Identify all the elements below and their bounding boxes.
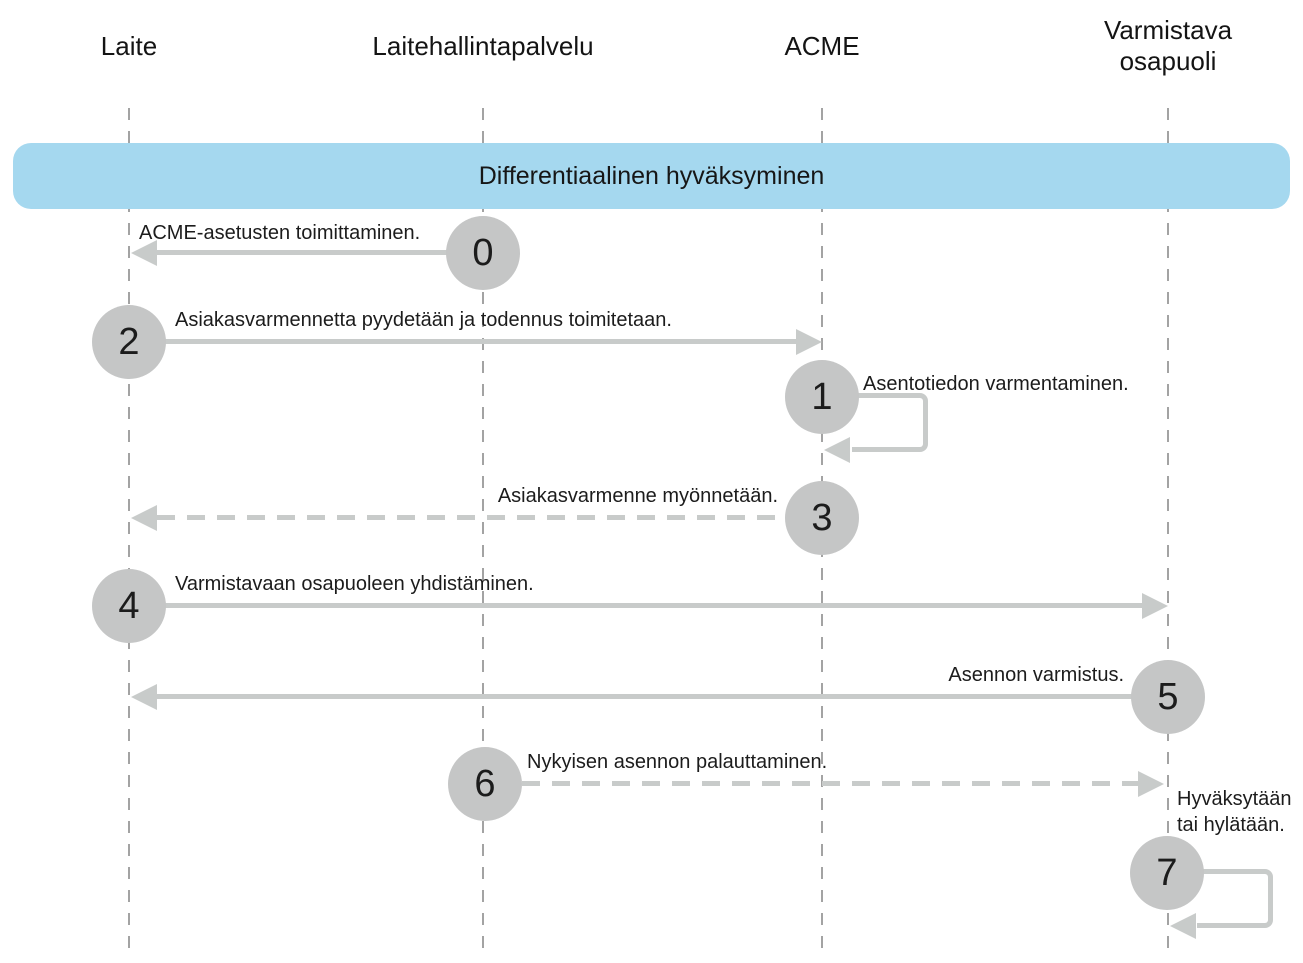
- lifeline-varmistava-osapuoli: [1167, 108, 1169, 953]
- message-arrow-line: [157, 694, 1168, 699]
- lifeline-laitehallintapalvelu: [482, 108, 484, 953]
- step-number: 2: [118, 320, 140, 363]
- actor-label-laite: Laite: [100, 31, 158, 61]
- arrowhead-right-icon: [796, 329, 822, 355]
- step-number: 5: [1157, 675, 1179, 718]
- step-circle: 5: [1131, 660, 1205, 734]
- message-arrow-line-dashed: [522, 781, 1138, 786]
- step-number: 7: [1156, 851, 1178, 894]
- step-circle: 2: [92, 305, 166, 379]
- lifeline-laite: [128, 108, 130, 953]
- step-circle: 3: [785, 481, 859, 555]
- self-loop-arrow: [852, 393, 928, 452]
- step-circle: 4: [92, 569, 166, 643]
- arrowhead-left-icon: [824, 437, 850, 463]
- step-number: 1: [811, 375, 833, 418]
- message-arrow-line: [157, 250, 483, 255]
- arrowhead-right-icon: [1142, 593, 1168, 619]
- actor-label-laitehallintapalvelu: Laitehallintapalvelu: [372, 31, 594, 61]
- message-label: Asiakasvarmenne myönnetään.: [497, 485, 778, 507]
- message-label: Asentotiedon varmentaminen.: [863, 373, 1129, 395]
- step-circle: 1: [785, 360, 859, 434]
- step-number: 6: [474, 762, 496, 805]
- arrowhead-right-icon: [1138, 771, 1164, 797]
- message-label: Asiakasvarmennetta pyydetään ja todennus…: [175, 309, 672, 331]
- arrowhead-left-icon: [1170, 913, 1196, 939]
- self-loop-arrow: [1197, 869, 1273, 928]
- arrowhead-left-icon: [131, 240, 157, 266]
- step-circle: 0: [446, 216, 520, 290]
- message-arrow-line: [129, 339, 796, 344]
- message-arrow-line-dashed: [157, 515, 785, 520]
- message-label: Nykyisen asennon palauttaminen.: [527, 751, 828, 773]
- step-number: 4: [118, 584, 140, 627]
- message-label: Asennon varmistus.: [948, 664, 1124, 686]
- message-arrow-line: [129, 603, 1142, 608]
- step-circle: 7: [1130, 836, 1204, 910]
- actor-label-varmistava-osapuoli: Varmistava osapuoli: [1103, 15, 1233, 76]
- actor-label-acme: ACME: [784, 31, 860, 61]
- arrowhead-left-icon: [131, 684, 157, 710]
- step-number: 3: [811, 496, 833, 539]
- message-label: Varmistavaan osapuoleen yhdistäminen.: [175, 573, 534, 595]
- diagram-title-banner: Differentiaalinen hyväksyminen: [13, 143, 1290, 209]
- message-label: ACME-asetusten toimittaminen.: [139, 222, 421, 244]
- step-number: 0: [472, 231, 494, 274]
- arrowhead-left-icon: [131, 505, 157, 531]
- step-circle: 6: [448, 747, 522, 821]
- diagram-title: Differentiaalinen hyväksyminen: [478, 161, 825, 190]
- message-label: Hyväksytään tai hylätään.: [1177, 788, 1292, 836]
